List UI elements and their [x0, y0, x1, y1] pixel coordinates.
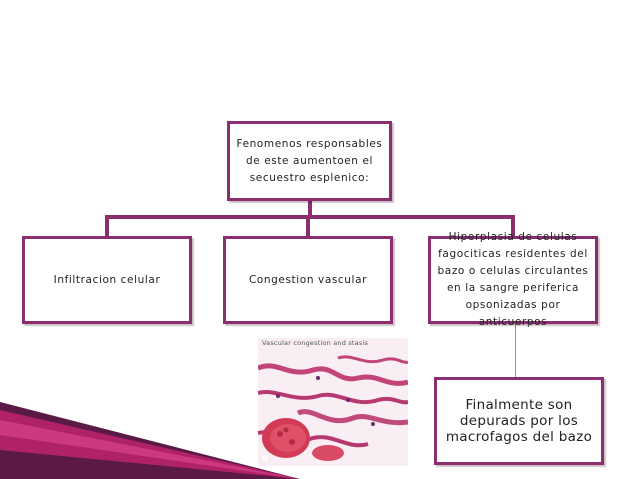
branch-2: [306, 215, 310, 236]
root-stem: [308, 201, 312, 217]
root-node-label: Fenomenos responsables de este aumentoen…: [236, 137, 383, 184]
micrograph-image: Vascular congestion and stasis B: [258, 338, 408, 466]
root-node: Fenomenos responsables de este aumentoen…: [227, 121, 392, 201]
branch-3: [511, 215, 515, 236]
child-node-infiltracion: Infiltracion celular: [22, 236, 192, 324]
micrograph-drawing: [258, 338, 408, 466]
horizontal-bus: [105, 215, 515, 219]
final-link: [515, 324, 516, 377]
child-node-label: Congestion vascular: [248, 273, 368, 286]
final-node-label: Finalmente son depurads por los macrofag…: [445, 397, 593, 445]
decorative-ribbon: [0, 402, 300, 479]
final-node: Finalmente son depurads por los macrofag…: [434, 377, 604, 465]
child-node-hiperplasia: Hiperplasia de celulas fagociticas resid…: [428, 231, 598, 328]
micrograph-caption: Vascular congestion and stasis: [262, 339, 369, 347]
child-node-congestion: Congestion vascular: [223, 236, 393, 324]
child-node-label: Hiperplasia de celulas fagociticas resid…: [437, 231, 589, 328]
branch-1: [105, 215, 109, 236]
child-node-label: Infiltracion celular: [53, 273, 161, 286]
micrograph-panel-letter: B: [262, 454, 269, 463]
